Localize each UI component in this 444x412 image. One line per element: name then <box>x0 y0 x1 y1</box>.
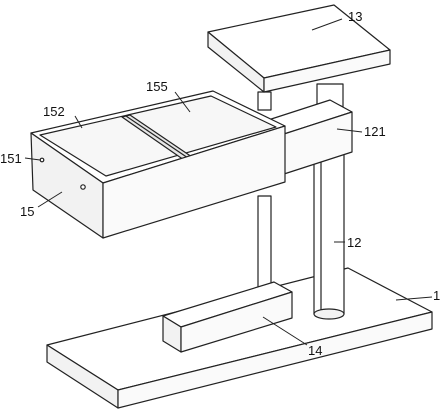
vertical-column <box>313 147 345 320</box>
label-15: 15 <box>20 204 34 219</box>
label-1: 1 <box>433 288 440 303</box>
label-155: 155 <box>146 79 168 94</box>
top-plate <box>207 4 391 93</box>
label-121: 121 <box>364 124 386 139</box>
label-14: 14 <box>308 343 322 358</box>
label-151: 151 <box>0 151 22 166</box>
storage-box <box>30 90 286 239</box>
label-13: 13 <box>348 9 362 24</box>
motor-block <box>162 281 293 353</box>
reference-labels: 13 155 152 121 151 15 12 1 14 <box>0 9 440 358</box>
label-12: 12 <box>347 235 361 250</box>
leader-lines <box>24 18 433 346</box>
base-plate <box>46 267 433 409</box>
label-152: 152 <box>43 104 65 119</box>
